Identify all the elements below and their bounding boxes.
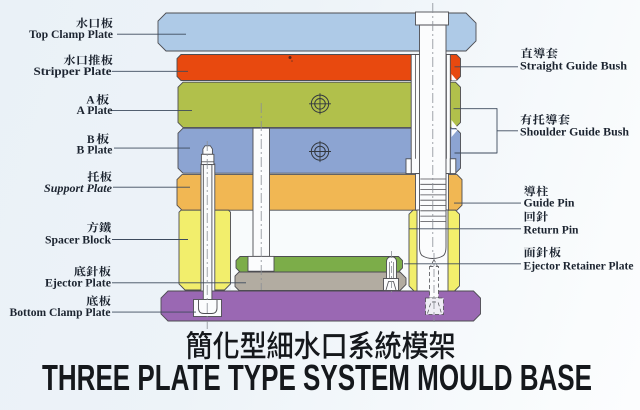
svg-text:Return Pin: Return Pin [524,224,580,236]
svg-text:Straight Guide Bush: Straight Guide Bush [520,61,628,73]
svg-text:Guide Pin: Guide Pin [524,198,576,210]
svg-text:B Plate: B Plate [77,144,113,156]
svg-text:Shoulder Guide Bush: Shoulder Guide Bush [520,127,630,139]
svg-text:Stripper Plate: Stripper Plate [34,66,112,78]
svg-text:A: A [86,95,95,107]
svg-text:B: B [87,134,95,146]
svg-text:Ejector Plate: Ejector Plate [45,277,111,289]
svg-text:Support Plate: Support Plate [44,183,112,195]
svg-text:Spacer Block: Spacer Block [45,235,112,247]
svg-text:A Plate: A Plate [77,105,113,117]
svg-text:Top Clamp Plate: Top Clamp Plate [29,29,113,41]
svg-text:Bottom Clamp Plate: Bottom Clamp Plate [10,307,111,319]
svg-text:Ejector Retainer Plate: Ejector Retainer Plate [524,261,634,273]
svg-text:THREE PLATE TYPE SYSTEM MOULD: THREE PLATE TYPE SYSTEM MOULD BASE [42,357,592,398]
